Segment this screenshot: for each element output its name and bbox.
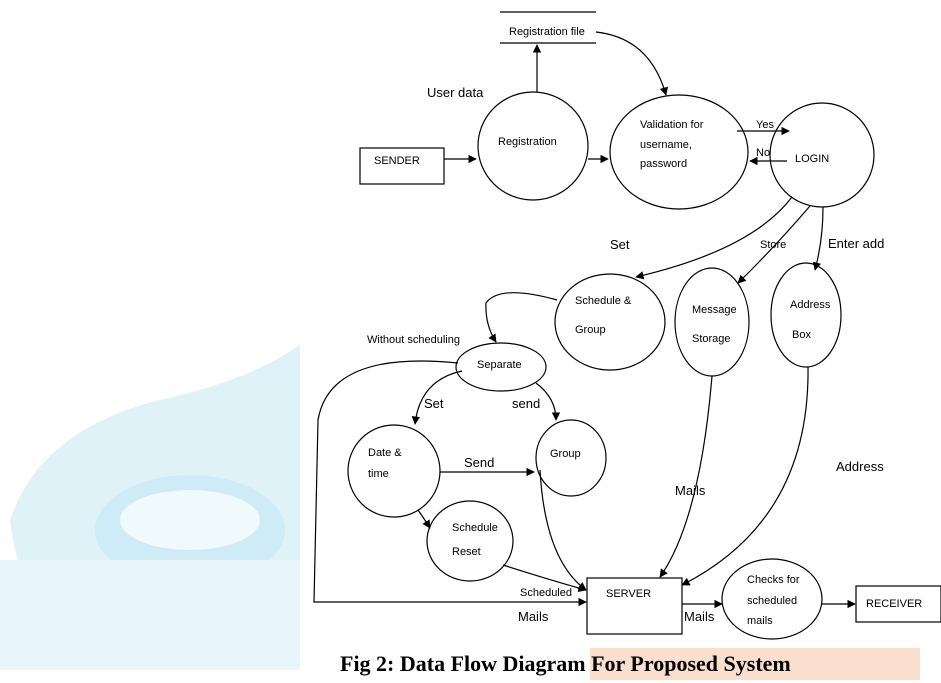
server-label: SERVER [606,588,651,600]
registration-process [477,91,589,201]
validation-line1: Validation for [640,119,704,131]
checks-line2: scheduled [747,595,797,607]
label-without-scheduling: Without scheduling [367,334,460,346]
label-enter-add: Enter add [828,236,884,251]
login-process [769,102,875,208]
label-no: No [756,147,770,159]
separate-label: Separate [477,359,522,371]
schedule-group-line1: Schedule & [575,295,632,307]
flow-file-validation [595,31,668,96]
flow-separate-datetime [411,370,463,425]
checks-line1: Checks for [747,574,800,586]
checks-process [721,558,823,640]
flow-separate-group [535,382,561,421]
flow-without-scheduling [485,292,558,343]
flow-store [737,205,811,284]
address-box-line2: Box [792,329,811,341]
group-label: Group [550,448,581,460]
label-mails-center: Mails [675,483,706,498]
flow-separate-server [313,360,587,607]
date-time-line1: Date & [368,447,402,459]
login-label: LOGIN [795,153,829,165]
label-address: Address [836,459,884,474]
flow-group-server [539,469,587,591]
label-store: Store [760,239,786,251]
label-set: Set [610,237,630,252]
label-scheduled: Scheduled [520,587,572,599]
label-user-data: User data [427,85,484,100]
schedule-reset-process [426,500,514,582]
label-set-2: Set [424,396,444,411]
flow-datetime-reset [417,509,431,529]
watermark-logo [0,345,300,670]
flow-set [635,196,793,280]
message-storage-line1: Message [692,304,737,316]
message-storage-process [674,267,750,377]
label-mails-left: Mails [518,609,549,624]
registration-file-label: Registration file [509,26,585,38]
date-time-line2: time [368,468,389,480]
validation-line2: username, [640,139,692,151]
date-time-process [347,424,441,518]
schedule-group-process [554,273,666,371]
label-send: Send [464,455,494,470]
schedule-group-line2: Group [575,324,606,336]
schedule-reset-line1: Schedule [452,522,498,534]
flow-storage-server [659,375,713,578]
address-box-line1: Address [790,299,831,311]
message-storage-line2: Storage [692,333,731,345]
checks-line3: mails [747,615,773,627]
flow-enter-add [812,206,824,271]
registration-label: Registration [498,136,557,148]
caption-highlight [590,648,920,680]
address-box-process [770,262,842,368]
server-box [586,577,683,635]
flow-address-server [681,366,809,586]
label-send-lower: send [512,396,540,411]
receiver-label: RECEIVER [866,598,922,610]
sender-label: SENDER [374,155,420,167]
validation-process [609,94,749,210]
sender-box [359,147,445,185]
label-yes: Yes [756,119,774,131]
group-process [535,419,607,497]
flow-reset-server [502,564,587,593]
receiver-box [855,585,941,623]
validation-line3: password [640,158,687,170]
schedule-reset-line2: Reset [452,546,481,558]
label-mails-right: Mails [684,609,715,624]
separate-process [455,342,547,392]
figure-caption: Fig 2: Data Flow Diagram For Proposed Sy… [340,651,791,676]
